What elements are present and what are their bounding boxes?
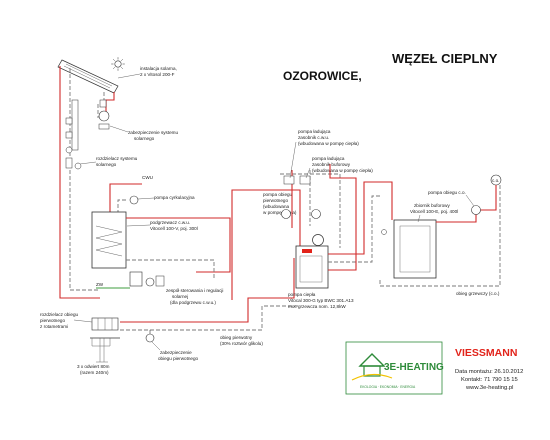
label-heat-pump-3: moc grzewcza nom. 12,8kW (288, 304, 346, 309)
label-ground-2: (razem 240m) (80, 370, 109, 375)
label-solar-reg-1: zespół sterowania i regulacji (166, 288, 223, 293)
label-heat-pump-1: pompa ciepła (288, 292, 316, 297)
label-brine-pump-1: pompa obiegu (263, 192, 293, 197)
company-name: 3E-HEATING (384, 362, 444, 373)
dhw-tank (91, 211, 127, 269)
label-solar-reg-3: (dla podgrzewu c.w.u.) (170, 300, 216, 305)
label-solar-safety-1: zabezpieczenie systemu (128, 130, 178, 135)
label-brine-pump-4: w pompę ciepła) (263, 210, 297, 215)
label-solar-manifold-2: solarnego (96, 162, 117, 167)
solar-collector (57, 59, 119, 94)
label-solar-reg-2: solarnej (172, 294, 188, 299)
label-buffer-2: Vitocell 100-E, poj. 400l (410, 209, 458, 214)
label-buf-pump-1: pompa ładująca (312, 156, 345, 161)
footer-web: www.3e-heating.pl (465, 385, 513, 391)
solar-regulator-group (129, 271, 165, 287)
solar-manifold (65, 99, 82, 170)
viessmann-logo: VIESSMANN (455, 347, 517, 359)
label-primary-circuit-2: (30% roztwór glikolu) (220, 341, 263, 346)
solar-safety-group (98, 99, 110, 130)
brine-manifold (91, 317, 119, 331)
label-lower-source-3: z rotametrami (40, 324, 68, 329)
heat-pump-unit (280, 170, 341, 289)
label-co-return: obieg grzewczy (c.o.) (456, 291, 500, 296)
label-solar-manifold-1: rozdzielacz systemu (96, 156, 138, 161)
label-primary-safety-1: zabezpieczenie (160, 350, 192, 355)
label-solar-safety-2: solarnego (134, 136, 155, 141)
label-co-loop: c.o. (492, 178, 499, 183)
label-sec-pump-1: pompa ładująca (298, 129, 331, 134)
label-lower-source-2: pierwotnego (40, 318, 65, 323)
label-primary-safety-2: obiegu pierwotnego (158, 356, 199, 361)
company-tagline: EKOLOGIA · EKONOMIA · ENERGIA (360, 385, 416, 389)
label-sec-pump-2: zasobnik c.w.u. (298, 135, 329, 140)
label-brine-pump-3: (wbudowana (263, 204, 289, 209)
circulation-pump (129, 195, 139, 205)
boreholes (90, 337, 120, 363)
label-dhw-1: podgrzewacz c.w.u. (150, 220, 190, 225)
label-sec-pump-3: (wbudowana w pompę ciepła) (298, 141, 359, 146)
label-lower-source-1: rozdzielacz obiegu (40, 312, 78, 317)
label-zw: ZW (96, 282, 104, 287)
label-buf-pump-2: zasobnik buforowy (312, 162, 351, 167)
label-dhw-2: Vitocell 100-V, poj. 300l (150, 226, 198, 231)
company-logo: 3E-HEATING EKOLOGIA · EKONOMIA · ENERGIA (345, 341, 444, 395)
label-circulation-pump: pompa cyrkulacyjna (154, 195, 195, 200)
sun-icon (111, 57, 125, 71)
label-collectors-1: instalacja solarna, (140, 66, 177, 71)
heating-loop: c.o. (476, 174, 502, 287)
footer-contact: Kontakt: 71 790 15 15 (461, 377, 518, 383)
label-co-pump: pompa obiegu c.o. (428, 190, 466, 195)
label-buffer-1: zbiornik buforowy (414, 203, 450, 208)
label-collectors-2: 2 x Vitosol 200-F (140, 72, 175, 77)
label-heat-pump-2: Vitocal 300-G typ BWC 301.A13 (288, 298, 354, 303)
title-line1: WĘZEŁ CIEPLNY (392, 51, 498, 66)
label-ground-1: 3 x odwiert 80m (77, 364, 110, 369)
title-line2: OZOROWICE, (283, 69, 362, 83)
label-brine-pump-2: pierwotnego (263, 198, 288, 203)
footer-date: Data montażu: 26.10.2012 (455, 369, 523, 375)
label-buf-pump-3: (wbudowana w pompę ciepła) (312, 168, 373, 173)
co-pump (471, 205, 481, 215)
buffer-tank (381, 219, 437, 279)
label-cwu: CWU (142, 175, 153, 180)
primary-safety-group (145, 330, 155, 343)
label-primary-circuit-1: obieg pierwotny (220, 335, 253, 340)
